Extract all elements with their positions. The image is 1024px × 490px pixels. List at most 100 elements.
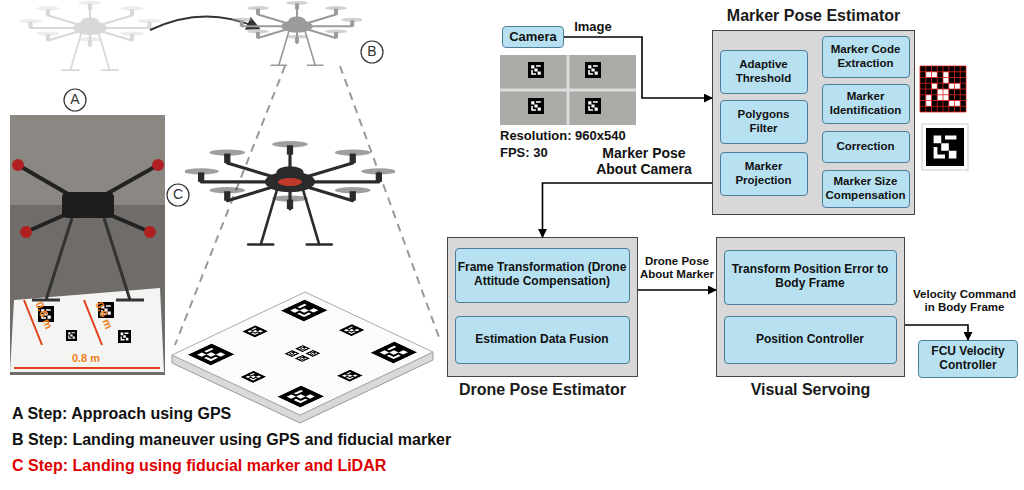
camera-thumbnail: [500, 55, 636, 125]
box-label: Estimation Data Fusion: [475, 333, 608, 347]
camera-thumbnail: [528, 98, 544, 114]
input-box: Camera: [502, 26, 564, 48]
step-description: C Step: Landing using fiducial marker an…: [12, 457, 532, 475]
process-box: Transform Position Error to Body Frame: [724, 250, 897, 305]
drone-photo: [10, 115, 165, 375]
camera-thumbnail: [585, 62, 601, 78]
camera-thumbnail: [585, 98, 601, 114]
process-box: Adaptive Threshold: [720, 50, 808, 94]
camera-thumbnail: [500, 55, 636, 125]
step-circle: [167, 184, 189, 206]
box-label: Marker Code Extraction: [825, 43, 907, 69]
step-description: A Step: Approach using GPS: [12, 405, 532, 423]
group-heading: Drone Pose Estimator: [388, 381, 697, 399]
box-label: Position Controller: [756, 333, 864, 347]
process-box: Marker Code Extraction: [822, 36, 910, 78]
landing-pad: [339, 324, 365, 336]
flow-arrow: [638, 289, 716, 291]
box-label: FCU Velocity Controller: [921, 345, 1015, 373]
step-description: B Step: Landing maneuver using GPS and f…: [12, 431, 532, 449]
box-label: Marker Projection: [723, 160, 805, 186]
landing-drone: [183, 141, 396, 245]
step-letter: A: [64, 91, 86, 107]
process-box: Frame Transformation (Drone Attitude Com…: [455, 248, 630, 303]
drone-photo: [144, 226, 156, 238]
box-label: Frame Transformation (Drone Attitude Com…: [458, 261, 627, 289]
box-label: Adaptive Threshold: [723, 58, 805, 84]
drone-photo: [62, 192, 114, 218]
box-label: Correction: [836, 140, 894, 153]
flow-arrow: [905, 325, 968, 340]
process-box: Estimation Data Fusion: [455, 316, 630, 364]
landing-pad: [172, 292, 433, 423]
drone-sequence: [19, 1, 162, 70]
landing-pad: [242, 325, 268, 337]
landing-pad: [281, 299, 328, 321]
drone-photo: [10, 115, 165, 205]
box-label: Marker Size Compensation: [825, 175, 907, 201]
process-box: Correction: [822, 131, 910, 163]
dimension-label: 0.8 m: [66, 352, 106, 365]
landing-pad: [277, 385, 324, 407]
spec-note: Resolution: 960x540: [500, 129, 660, 144]
edge-label: Velocity Command in Body Frame: [907, 288, 1022, 314]
landing-pad: [337, 370, 363, 382]
flow-arrow: [564, 37, 712, 98]
box-label: Transform Position Error to Body Frame: [727, 263, 894, 291]
landing-pad: [305, 350, 321, 357]
landing-drone: [183, 141, 396, 245]
drone-photo: [118, 330, 131, 343]
landing-drone: [278, 178, 302, 186]
drone-sequence: [19, 1, 440, 345]
drone-photo: [12, 159, 24, 171]
landing-pad: [295, 345, 311, 352]
landing-pad: [370, 341, 417, 363]
camera-thumbnail: [500, 55, 636, 125]
camera-thumbnail: [528, 62, 544, 78]
process-box: Marker Size Compensation: [822, 170, 910, 208]
group-heading: Visual Servoing: [657, 381, 964, 399]
drone-photo: [18, 165, 158, 232]
drone-photo: [32, 218, 144, 300]
drone-photo: [152, 159, 164, 171]
process-box: Position Controller: [724, 316, 897, 364]
process-box: Marker Projection: [720, 152, 808, 196]
group-heading: Marker Pose Estimator: [653, 7, 974, 25]
marker-grid-sample: [920, 66, 966, 112]
step-circle: [64, 41, 383, 206]
drone-photo: [10, 115, 165, 375]
drone-sequence: [231, 1, 364, 65]
output-box: FCU Velocity Controller: [918, 340, 1018, 378]
box-label: Camera: [509, 30, 557, 45]
landing-pad: [240, 371, 266, 383]
step-circle: [361, 41, 383, 63]
marker-sample: [922, 124, 968, 170]
marker-sample: [922, 124, 968, 170]
landing-pad: [294, 355, 310, 362]
drone-photo: [20, 226, 32, 238]
drone-sequence: [175, 66, 440, 345]
marker-grid-sample: [920, 66, 966, 112]
box-label: Polygons Filter: [723, 108, 805, 134]
marker-grid-sample: [920, 66, 966, 112]
step-circle: [64, 89, 86, 111]
process-box: Marker Identification: [822, 84, 910, 124]
edge-label: Drone Pose About Marker: [639, 255, 715, 281]
marker-grid-sample: [920, 66, 966, 112]
module-group: Marker Pose EstimatorAdaptive ThresholdM…: [712, 30, 915, 215]
landing-pad: [284, 350, 300, 357]
box-label: Marker Identification: [825, 90, 907, 116]
landing-pad: [172, 292, 433, 415]
drone-photo: [18, 165, 158, 232]
edge-label: Marker Pose About Camera: [590, 145, 698, 177]
edge-label: Image: [568, 20, 618, 35]
marker-sample: [926, 128, 964, 166]
process-box: Polygons Filter: [720, 100, 808, 144]
flow-arrow: [543, 183, 713, 237]
module-group: Visual ServoingTransform Position Error …: [716, 237, 905, 377]
module-group: Drone Pose EstimatorFrame Transformation…: [447, 237, 638, 377]
landing-pad: [188, 343, 235, 365]
drone-photo: [66, 330, 77, 341]
step-letter: C: [167, 186, 189, 202]
